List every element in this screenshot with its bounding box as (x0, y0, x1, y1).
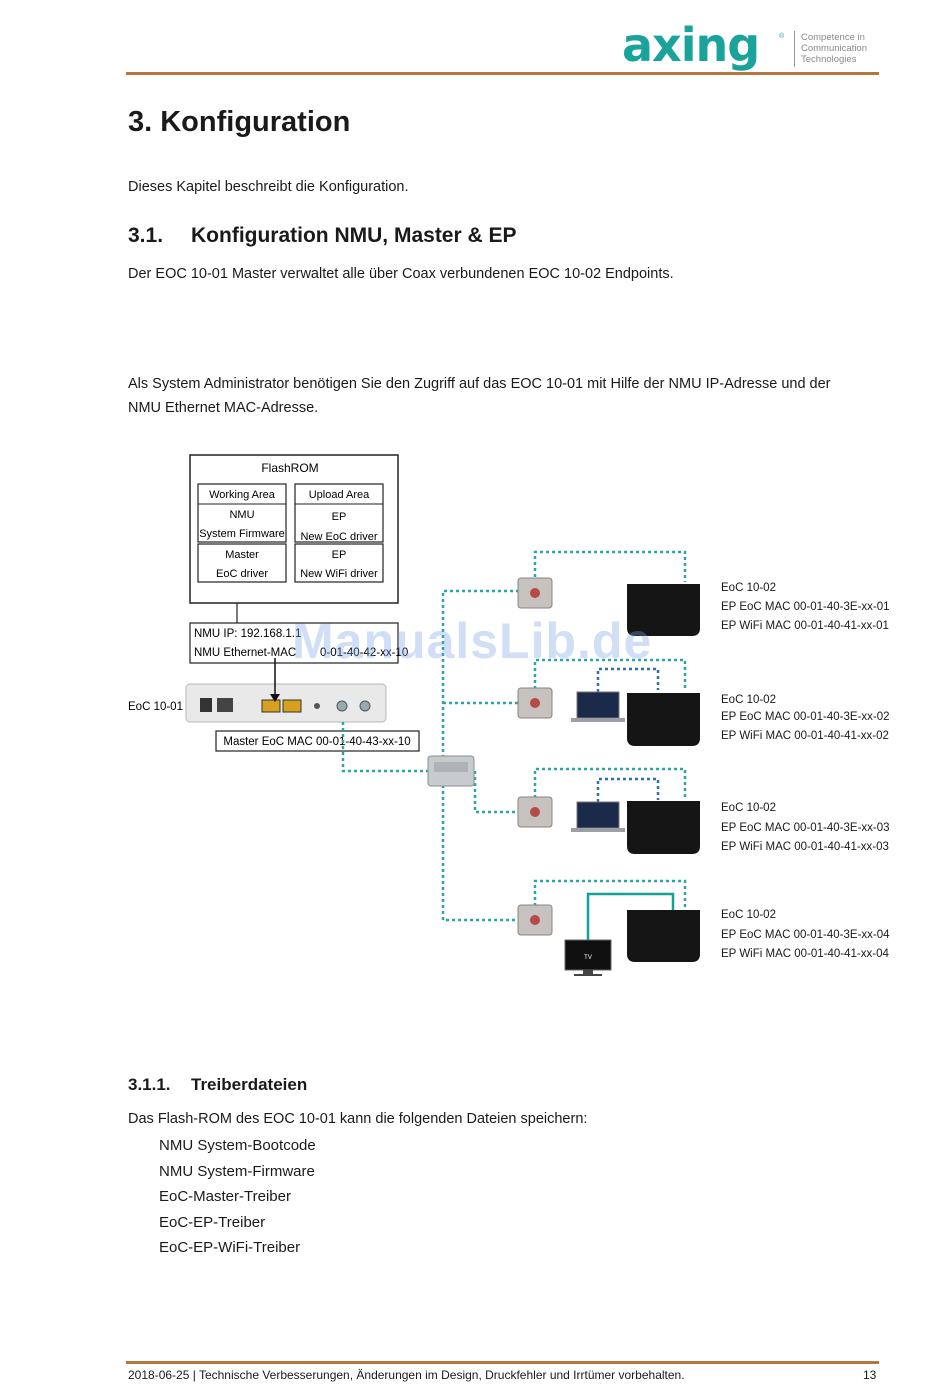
nmu-mac-value: 0-01-40-42-xx-10 (320, 647, 408, 659)
tv-label: TV (584, 955, 592, 961)
section-heading: 3.1. Konfiguration NMU, Master & EP (128, 224, 517, 248)
eoc-driver-label: EoC driver (216, 568, 268, 580)
nmu-ip-label: NMU IP: 192.168.1.1 (194, 628, 301, 640)
ep-label-1: EP (332, 511, 347, 523)
watermark: ManualsLib.de (292, 613, 653, 669)
ep2-name: EoC 10-02 (721, 694, 776, 706)
ep4-name: EoC 10-02 (721, 909, 776, 921)
page-title: 3. Konfiguration (128, 106, 351, 138)
ep3-wifi-mac: EP WiFi MAC 00-01-40-41-xx-03 (721, 841, 889, 853)
hdmi-line (586, 892, 675, 940)
laptop-icons (571, 691, 625, 832)
tv-icon (564, 939, 612, 971)
list-item: EoC-EP-WiFi-Treiber (159, 1239, 301, 1256)
ep2-wifi-mac: EP WiFi MAC 00-01-40-41-xx-02 (721, 730, 889, 742)
footer-text: 2018-06-25 | Technische Verbesserungen, … (128, 1368, 685, 1382)
ep3-name: EoC 10-02 (721, 802, 776, 814)
master-mac-box (215, 730, 420, 752)
ep-label-2: EP (332, 549, 347, 561)
section-paragraph-2-line-2: NMU Ethernet MAC-Adresse. (128, 400, 319, 416)
footer-rule (126, 1361, 879, 1364)
logo-wordmark: axing (622, 18, 760, 72)
working-area-box (197, 483, 287, 543)
page-number: 13 (863, 1368, 877, 1382)
ep-wifi-box (294, 543, 384, 583)
section-paragraph-2-line-1: Als System Administrator benötigen Sie d… (128, 376, 831, 392)
ep1-name: EoC 10-02 (721, 582, 776, 594)
subsection-number: 3.1.1. (128, 1075, 171, 1094)
flashrom-title: FlashROM (261, 461, 318, 475)
new-wifi-driver-label: New WiFi driver (300, 568, 378, 580)
ep4-eoc-mac: EP EoC MAC 00-01-40-3E-xx-04 (721, 929, 890, 941)
tagline-line-2: Communication (801, 43, 867, 54)
nmu-mac-label: NMU Ethernet-MAC (194, 647, 296, 659)
section-title: Konfiguration NMU, Master & EP (191, 224, 517, 247)
new-eoc-driver-label: New EoC driver (300, 531, 377, 543)
tagline-line-1: Competence in (801, 32, 865, 43)
master-label: Master (225, 549, 259, 561)
list-item: EoC-Master-Treiber (159, 1188, 291, 1205)
list-item: NMU System-Bootcode (159, 1137, 316, 1154)
master-driver-box (197, 543, 287, 583)
section-paragraph-1: Der EOC 10-01 Master verwaltet alle über… (128, 266, 674, 282)
ep3-eoc-mac: EP EoC MAC 00-01-40-3E-xx-03 (721, 822, 890, 834)
subsection-heading: 3.1.1. Treiberdateien (128, 1075, 307, 1095)
ep4-wifi-mac: EP WiFi MAC 00-01-40-41-xx-04 (721, 948, 889, 960)
nmu-info-box (189, 622, 399, 664)
ep1-wifi-mac: EP WiFi MAC 00-01-40-41-xx-01 (721, 620, 889, 632)
subsection-intro: Das Flash-ROM des EOC 10-01 kann die fol… (128, 1111, 588, 1127)
nmu-label: NMU (229, 509, 254, 521)
system-firmware-label: System Firmware (199, 528, 285, 540)
upload-area-label: Upload Area (309, 489, 370, 501)
master-device-label: EoC 10-01 (128, 701, 183, 713)
list-item: EoC-EP-Treiber (159, 1213, 266, 1231)
logo-tagline: Competence in Communication Technologies (801, 32, 911, 65)
endpoint-devices (627, 584, 700, 962)
logo-separator (794, 31, 795, 67)
ep2-eoc-mac: EP EoC MAC 00-01-40-3E-xx-02 (721, 711, 890, 723)
header-rule (126, 72, 879, 75)
logo-registered-mark: ® (779, 33, 785, 40)
coax-lines (341, 550, 687, 922)
tagline-line-3: Technologies (801, 54, 857, 65)
ep1-eoc-mac: EP EoC MAC 00-01-40-3E-xx-01 (721, 601, 890, 613)
master-mac-label: Master EoC MAC 00-01-40-43-xx-10 (223, 736, 410, 748)
list-item: NMU System-Firmware (159, 1162, 315, 1180)
driver-file-list: NMU System-Bootcode NMU System-Firmware … (159, 1133, 316, 1261)
intro-paragraph: Dieses Kapitel beschreibt die Konfigurat… (128, 179, 409, 195)
upload-area-box (294, 483, 384, 543)
working-area-label: Working Area (209, 489, 276, 501)
section-number: 3.1. (128, 224, 164, 247)
subsection-title: Treiberdateien (191, 1075, 308, 1094)
